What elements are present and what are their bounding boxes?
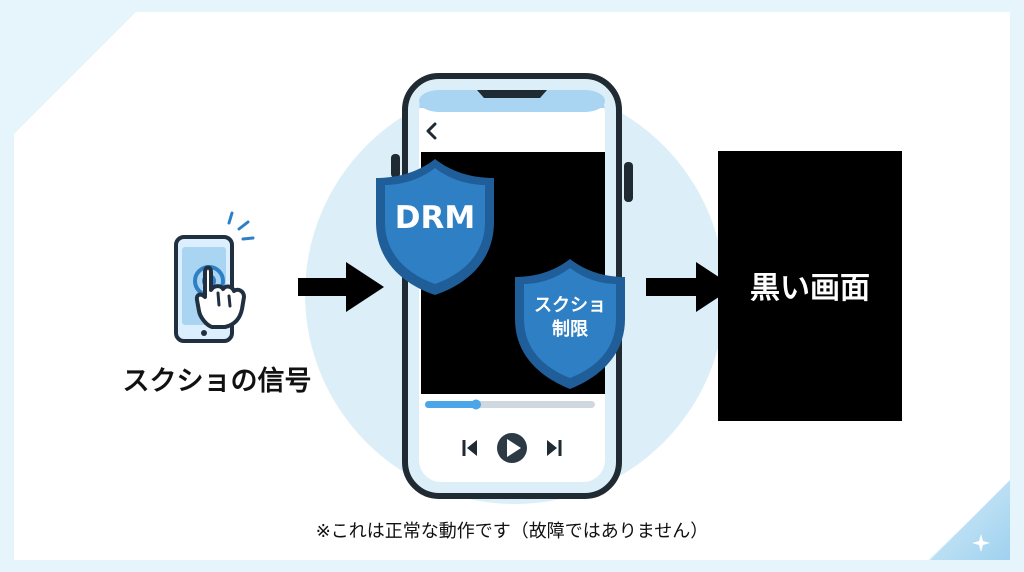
sparkle-icon <box>972 534 990 552</box>
black-screen-result: 黒い画面 <box>718 151 902 421</box>
drm-shield-icon <box>376 159 494 295</box>
arrow-icon <box>298 262 384 312</box>
screenshot-signal-label: スクショの信号 <box>122 366 312 397</box>
normal-operation-note: ※これは正常な動作です（故障ではありません） <box>315 521 709 542</box>
arrow-icon <box>646 262 734 312</box>
tapping-phone-icon <box>174 211 255 343</box>
capture-restriction-label-line-1: スクショ <box>534 295 606 316</box>
capture-restriction-label-line-2: 制限 <box>552 319 588 340</box>
capture-restriction-shield-icon <box>515 259 625 389</box>
black-screen-label: 黒い画面 <box>750 271 870 306</box>
capture-restriction-label: スクショ 制限 <box>510 294 630 342</box>
drm-label: DRM <box>394 200 476 236</box>
